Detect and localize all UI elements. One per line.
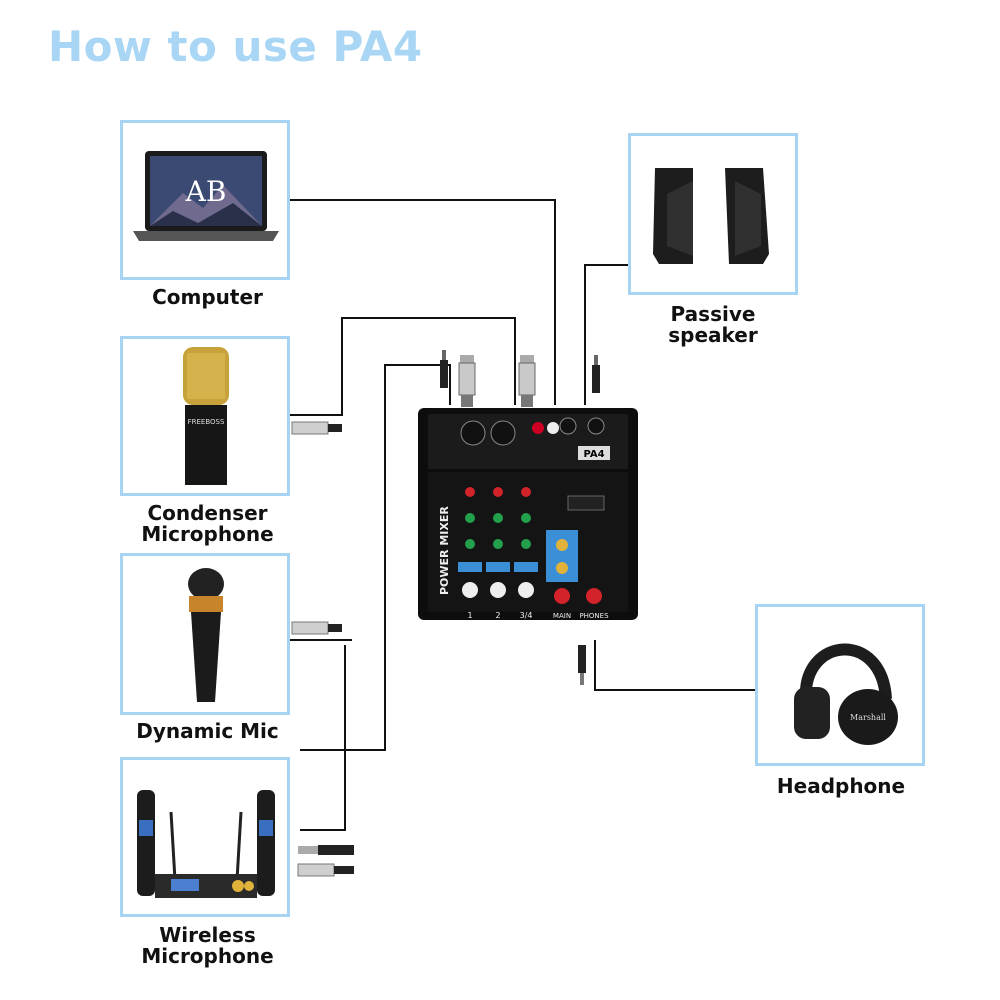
computer-wire bbox=[290, 199, 556, 405]
wireless-label-line2: Microphone bbox=[141, 944, 274, 968]
jack-plugs bbox=[291, 350, 600, 877]
computer-label: Computer bbox=[152, 285, 263, 309]
laptop-screen-text: AB bbox=[185, 175, 227, 208]
speaker-icon bbox=[653, 168, 769, 264]
dynamic-mic-icon bbox=[188, 568, 224, 702]
dynamic-mic-label: Dynamic Mic bbox=[136, 719, 279, 743]
headphone-label: Headphone bbox=[776, 774, 906, 798]
wireless-label: Wireless Microphone bbox=[120, 925, 295, 967]
condenser-wire bbox=[290, 317, 516, 416]
wireless-wire-a bbox=[300, 645, 346, 831]
condenser-label: Condenser Microphone bbox=[120, 503, 295, 545]
wireless-mic-icon bbox=[137, 790, 275, 898]
mixer-name: POWER MIXER bbox=[438, 506, 451, 595]
channel-knobs bbox=[458, 487, 605, 604]
page-title: How to use PA4 bbox=[48, 22, 423, 71]
speaker-box bbox=[628, 133, 798, 295]
headphone-icon: Marshall bbox=[794, 643, 898, 745]
speaker-label-line2: speaker bbox=[668, 323, 758, 347]
laptop-icon: AB bbox=[133, 151, 279, 241]
dynamic-mic-box bbox=[120, 553, 290, 715]
ch1-label: 1 bbox=[467, 611, 472, 620]
speaker-wire bbox=[584, 264, 630, 405]
condenser-label-line1: Condenser bbox=[147, 501, 268, 525]
speaker-label: Passive speaker bbox=[628, 304, 798, 346]
condenser-mic-icon: FREEBOSS bbox=[183, 347, 229, 485]
computer-box: AB bbox=[120, 120, 290, 280]
pa4-mixer: PA4 POWER MIXER 1 2 3/4 MAIN PHONES bbox=[418, 400, 638, 625]
headphone-box: Marshall bbox=[755, 604, 925, 766]
mixer-model: PA4 bbox=[583, 449, 604, 460]
wireless-wire-b bbox=[300, 364, 451, 751]
headphone-brand: Marshall bbox=[850, 713, 886, 722]
ch2-label: 2 bbox=[495, 611, 500, 620]
main-label: MAIN bbox=[553, 612, 571, 620]
headphone-wire bbox=[594, 640, 755, 691]
wireless-label-line1: Wireless bbox=[159, 923, 256, 947]
condenser-brand: FREEBOSS bbox=[188, 418, 225, 426]
condenser-label-line2: Microphone bbox=[141, 522, 274, 546]
speaker-label-line1: Passive bbox=[670, 302, 756, 326]
wireless-mic-box bbox=[120, 757, 290, 917]
condenser-mic-box: FREEBOSS bbox=[120, 336, 290, 496]
ch34-label: 3/4 bbox=[520, 611, 533, 620]
mixer-icon: PA4 POWER MIXER 1 2 3/4 MAIN PHONES bbox=[418, 408, 638, 620]
phones-label: PHONES bbox=[579, 612, 609, 620]
